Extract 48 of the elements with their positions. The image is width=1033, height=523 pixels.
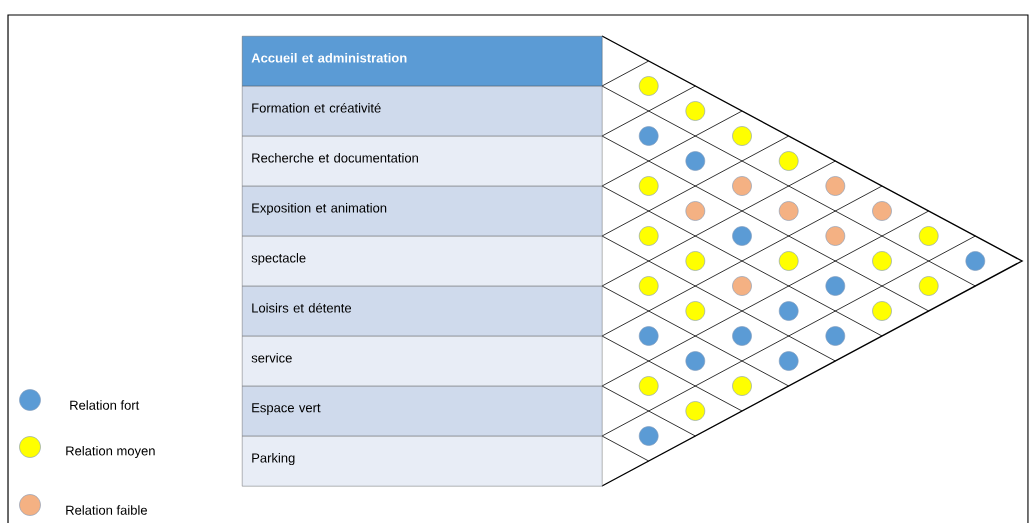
- relation-dot: [685, 251, 706, 271]
- function-box: spectacle: [242, 236, 603, 287]
- relation-dot: [638, 326, 659, 346]
- relation-dot: [732, 326, 752, 346]
- function-box: Loisirs et détente: [242, 286, 603, 337]
- relation-dot: [732, 276, 752, 296]
- function-box: service: [242, 336, 603, 387]
- relation-dot: [685, 351, 706, 371]
- relation-dot: [685, 151, 706, 171]
- relation-dot: [825, 226, 846, 246]
- relation-dot: [825, 326, 846, 346]
- relation-dot: [825, 176, 846, 196]
- relation-dot: [732, 376, 752, 396]
- relation-dot: [872, 251, 892, 271]
- relation-dot: [872, 301, 892, 321]
- function-box: Recherche et documentation: [242, 136, 603, 187]
- legend-label: Relation fort: [70, 400, 140, 410]
- relation-dot: [638, 126, 659, 146]
- relation-dot: [685, 301, 706, 321]
- relation-dot: [872, 201, 892, 221]
- relation-dot: [918, 276, 939, 296]
- function-box: Exposition et animation: [242, 186, 603, 237]
- relation-dot: [965, 251, 986, 271]
- relation-dot: [638, 376, 659, 396]
- function-box: Parking: [242, 436, 603, 487]
- relation-dot: [778, 351, 799, 371]
- legend-label: Relation moyen: [66, 445, 155, 459]
- relation-dot: [638, 426, 659, 446]
- relation-dot: [638, 226, 659, 246]
- relation-dot: [638, 276, 659, 296]
- relation-dot: [778, 151, 799, 171]
- relation-dot: [685, 401, 706, 421]
- relation-dot: [918, 226, 939, 246]
- relation-dot: [825, 276, 846, 296]
- relation-dot: [685, 101, 706, 121]
- header-box: Accueil et administration: [242, 36, 603, 87]
- function-box: Formation et créativité: [242, 86, 603, 137]
- relation-dot: [778, 301, 799, 321]
- function-box: Espace vert: [242, 386, 603, 437]
- relation-dot: [732, 126, 752, 146]
- relation-dot: [638, 76, 659, 96]
- relation-dot: [732, 226, 752, 246]
- relation-dot: [778, 251, 799, 271]
- legend-label: Relation faible: [66, 505, 147, 515]
- relation-dot: [638, 176, 659, 196]
- relation-dot: [732, 176, 752, 196]
- relation-dot: [778, 201, 799, 221]
- relation-dot: [685, 201, 706, 221]
